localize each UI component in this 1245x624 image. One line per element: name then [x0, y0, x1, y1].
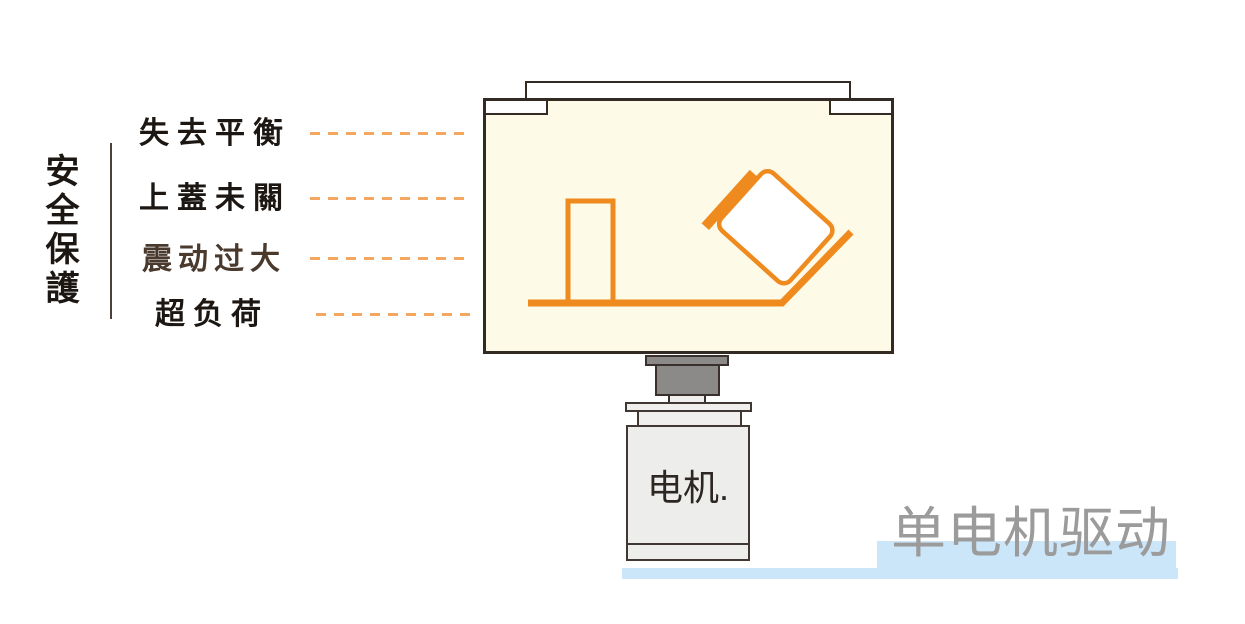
- connector-dash-lid-open: [310, 197, 472, 200]
- group-divider-line: [110, 143, 112, 319]
- safety-label-lid-open: 上蓋未關: [139, 182, 291, 215]
- caption-title: 单电机驱动: [891, 502, 1172, 564]
- tub-rim-left-notch: [486, 101, 548, 115]
- connector-dash-vibration: [310, 257, 472, 260]
- motor-label: 电机.: [646, 467, 729, 508]
- motor-flange-block: [655, 364, 720, 396]
- tub-body: [483, 98, 894, 354]
- safety-group-title: 安全保護: [40, 153, 78, 309]
- caption-highlight-bar: [877, 541, 1176, 577]
- tub-lid: [525, 81, 851, 100]
- motor-body: 电机.: [626, 425, 750, 545]
- motor-base-band: [626, 543, 750, 561]
- connector-dash-lost-balance: [310, 132, 472, 135]
- tub-rim-right-notch: [829, 101, 891, 115]
- connector-dash-overload: [316, 313, 472, 316]
- safety-label-lost-balance: 失去平衡: [139, 117, 291, 150]
- safety-label-overload: 超负荷: [155, 298, 269, 331]
- safety-label-vibration: 震动过大: [142, 243, 286, 276]
